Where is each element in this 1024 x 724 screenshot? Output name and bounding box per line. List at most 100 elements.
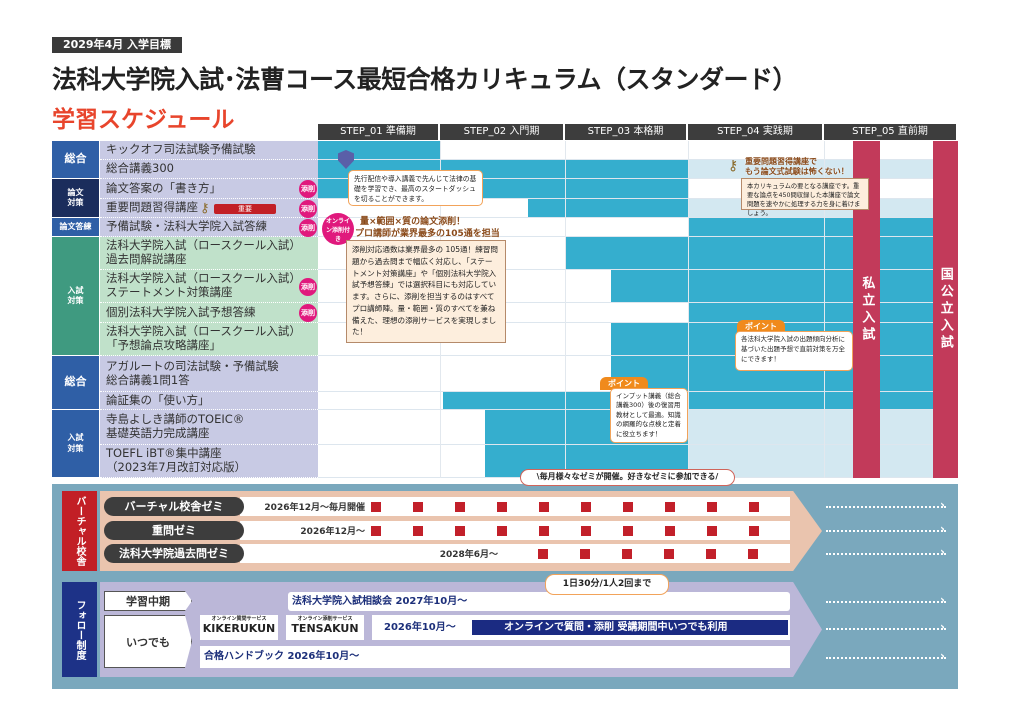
continuation-arrow-icon: › (940, 593, 945, 607)
category-label: 入試 対策 (52, 410, 99, 478)
seminar-session-marker (455, 502, 465, 512)
tensaku-headline-1: 量×範囲×質の論文添削！ (360, 217, 466, 227)
course-bar (318, 141, 440, 159)
course-label: 法科大学院入試（ロースクール入試） 「予想論点攻略講座」 (100, 323, 318, 356)
course-bar (688, 303, 958, 322)
seminar-session-marker (371, 502, 381, 512)
seminar-session-marker (748, 549, 758, 559)
seminar-start-note: 2026年12月～ (300, 527, 365, 537)
course-bar-extended (688, 160, 958, 178)
continuation-dots (826, 553, 946, 555)
kickoff-callout: 先行配信や導入講義で先んじて法律の基礎を学習でき、最高のスタートダッシュを切るこ… (348, 170, 483, 206)
tensaku-badge: 添削 (299, 180, 317, 198)
page-subtitle: 学習スケジュール (52, 107, 235, 133)
step-header-1: STEP_01 準備期 (318, 124, 440, 140)
virtual-label: バーチャル校舎 (62, 491, 97, 571)
seminar-session-marker (580, 549, 590, 559)
follow-label: フォロー制度 (62, 582, 97, 677)
continuation-arrow-icon: › (940, 545, 945, 559)
course-bar-extended (688, 410, 958, 444)
seminar-session-marker (707, 526, 717, 536)
seminar-session-marker (749, 526, 759, 536)
key-icon: ⚷ (200, 201, 210, 216)
course-label: 論文答案の「書き方」 (100, 179, 318, 199)
course-label: TOEFL iBT®集中講座 （2023年7月改訂対応版） (100, 445, 318, 478)
point-callout-2: インプット講義（総合講義300）後の復習用教材として最適。知識の網羅的な点検と定… (610, 388, 688, 443)
seminar-session-marker (581, 526, 591, 536)
course-timeline-row (318, 303, 958, 323)
point-tag-1: ポイント (737, 320, 785, 333)
course-label: 個別法科大学院入試予想答練 (100, 303, 318, 323)
seminar-session-marker (497, 502, 507, 512)
seminar-start-note: 2028年6月～ (439, 550, 498, 560)
course-label: 総合講義300 (100, 160, 318, 179)
step-header-4: STEP_04 実践期 (688, 124, 824, 140)
key-icon: ⚷ (728, 158, 739, 174)
limit-bubble: 1日30分/1人2回まで (545, 574, 669, 595)
course-timeline-row (318, 410, 958, 445)
course-label: アガルートの司法試験・予備試験 総合講義1問1答 (100, 356, 318, 392)
consult-bar: 法科大学院入試相談会 2027年10月～ (288, 592, 790, 611)
continuation-dots (826, 601, 946, 603)
category-label: 論文答練 (52, 218, 99, 237)
continuation-dots (826, 506, 946, 508)
category-label: 論文 対策 (52, 179, 99, 218)
seminar-session-marker (497, 526, 507, 536)
exam-column: 国公立入試 (932, 141, 958, 478)
category-label: 入試 対策 (52, 237, 99, 356)
juyo-callout: 本カリキュラムの要となる講座です。重要な論点を450問収録した本講座で論文問題を… (741, 178, 869, 217)
continuation-arrow-icon: › (940, 649, 945, 663)
category-label: 総合 (52, 356, 99, 410)
target-badge: 2029年4月 入学目標 (52, 37, 182, 53)
seminar-session-marker (749, 502, 759, 512)
seminar-session-marker (707, 502, 717, 512)
seminar-session-marker (664, 549, 674, 559)
continuation-dots (826, 657, 946, 659)
seminar-session-marker (622, 549, 632, 559)
course-label: 予備試験・法科大学院入試答練 (100, 218, 318, 237)
seminar-session-marker (706, 549, 716, 559)
course-timeline-row (318, 270, 958, 303)
continuation-arrow-icon: › (940, 620, 945, 634)
course-bar (610, 270, 958, 302)
continuation-arrow-icon: › (940, 498, 945, 512)
seminar-session-marker (413, 502, 423, 512)
handbook-bar: 合格ハンドブック 2026年10月～ (200, 646, 790, 668)
seminar-track (240, 544, 790, 563)
seminar-session-marker (538, 549, 548, 559)
course-label: キックオフ司法試験予備試験 (100, 141, 318, 160)
step-header-2: STEP_02 入門期 (440, 124, 565, 140)
category-label: 総合 (52, 141, 99, 179)
virtual-bubble: \毎月様々なゼミが開催。好きなゼミに参加できる/ (520, 469, 735, 486)
seminar-name: 重問ゼミ (104, 521, 244, 540)
tensaku-callout: 添削対応通数は業界最多の 105通！練習問題から過去問まで幅広く対応し、「ステー… (346, 240, 506, 343)
course-label: 法科大学院入試（ロースクール入試） ステートメント対策講座 (100, 270, 318, 303)
seminar-session-marker (623, 502, 633, 512)
course-bar (688, 218, 958, 236)
course-label: 寺島よしき講師のTOEIC® 基礎英語力完成講座 (100, 410, 318, 445)
continuation-dots (826, 628, 946, 630)
course-timeline-row (318, 218, 958, 237)
seminar-session-marker (455, 526, 465, 536)
seminar-session-marker (539, 502, 549, 512)
course-bar (565, 237, 958, 269)
course-label: 論証集の「使い方」 (100, 392, 318, 410)
step-header-5: STEP_05 直前期 (824, 124, 958, 140)
seminar-name: バーチャル校舎ゼミ (104, 497, 244, 516)
page-title: 法科大学院入試･法曹コース最短合格カリキュラム（スタンダード） (52, 65, 798, 94)
seminar-name: 法科大学院過去問ゼミ (104, 544, 244, 563)
mid-term-label: 学習中期 (104, 591, 192, 611)
continuation-arrow-icon: › (940, 522, 945, 536)
anytime-label: いつでも (104, 615, 192, 668)
seminar-session-marker (539, 526, 549, 536)
point-callout-1: 各法科大学院入試の出題傾向分析に基づいた出題予想で直前対策を万全にできます！ (735, 331, 853, 371)
seminar-session-marker (623, 526, 633, 536)
juyo-headline-1: 重要問題習得講座で (745, 157, 817, 166)
course-label: 法科大学院入試（ロースクール入試） 過去問解説講座 (100, 237, 318, 270)
seminar-start-note: 2026年12月～毎月開催 (264, 503, 365, 513)
tensaku-badge: 添削 (299, 304, 317, 322)
seminar-session-marker (371, 526, 381, 536)
online-tensaku-badge: オンライン添削付き (322, 213, 354, 245)
